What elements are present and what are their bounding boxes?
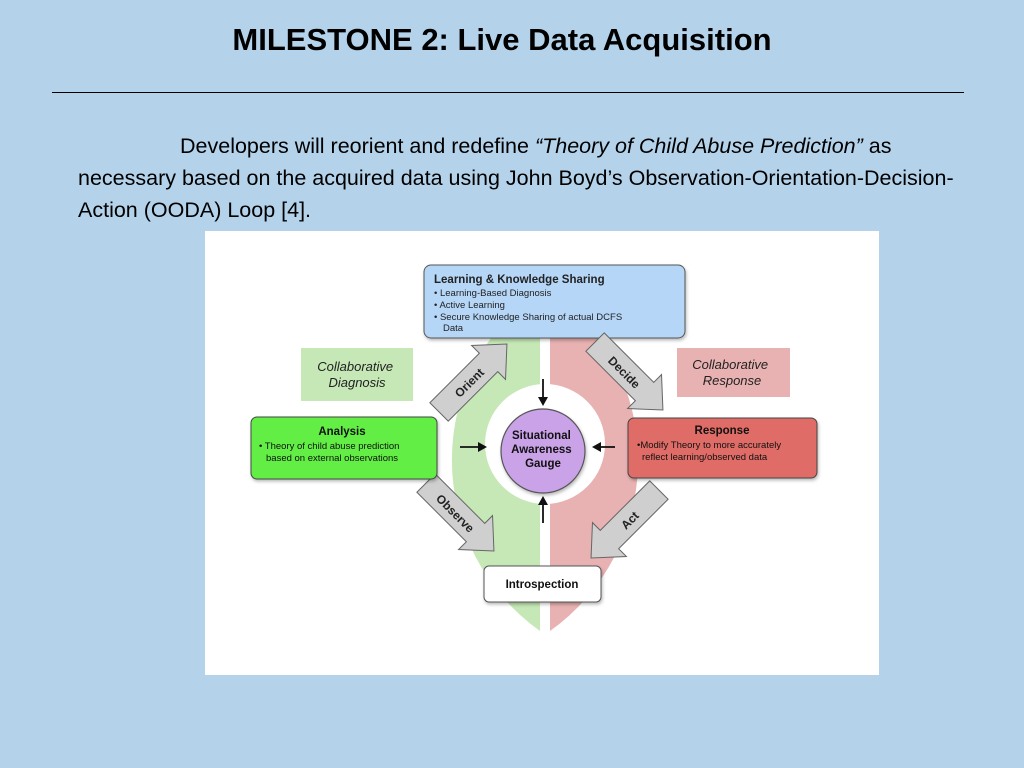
slide-title: MILESTONE 2: Live Data Acquisition [232,22,772,57]
learning-bullet-3-cont: Data [443,323,464,334]
arrow-from-bottom [538,496,548,523]
learning-bullet-1: • Learning-Based Diagnosis [434,288,552,299]
ooda-loop-diagram: Collaborative Diagnosis Collaborative Re… [250,264,818,631]
theory-name: “Theory of Child Abuse Prediction” [534,134,863,158]
response-line-1: •Modify Theory to more accurately [637,440,781,451]
collaborative-diagnosis-banner [301,348,413,401]
arrow-from-right [592,442,615,452]
title-divider [52,92,964,93]
introspection-box [483,565,602,603]
analysis-box-title: Analysis [318,426,365,438]
learning-box-title: Learning & Knowledge Sharing [434,274,605,286]
intro-text-part1: Developers will reorient and redefine [180,134,535,158]
arrow-from-left [460,442,487,452]
ooda-diagram-panel: Collaborative Diagnosis Collaborative Re… [205,231,879,675]
gauge-label: Situational Awareness Gauge [511,430,575,470]
act-arrow: Act [590,480,669,559]
response-line-2: reflect learning/observed data [642,452,768,463]
collaborative-response-label: Collaborative Response [692,357,772,388]
analysis-line-2: based on external observations [266,453,398,464]
analysis-line-1: • Theory of child abuse prediction [259,441,399,452]
learning-bullet-2: • Active Learning [434,300,505,311]
introspection-label: Introspection [506,579,579,591]
response-box [627,417,818,479]
learning-bullet-3: • Secure Knowledge Sharing of actual DCF… [434,312,622,323]
collaborative-diagnosis-label: Collaborative Diagnosis [317,359,397,390]
intro-text-part2: as necessary based on the acquired data … [78,134,954,222]
response-box-title: Response [695,425,750,437]
collaborative-response-banner [677,348,790,397]
analysis-box [250,416,438,480]
intro-paragraph: Developers will reorient and redefine “T… [78,130,958,226]
learning-knowledge-sharing-box [423,264,686,339]
situational-awareness-gauge [500,408,586,494]
arrow-from-top [538,379,548,406]
